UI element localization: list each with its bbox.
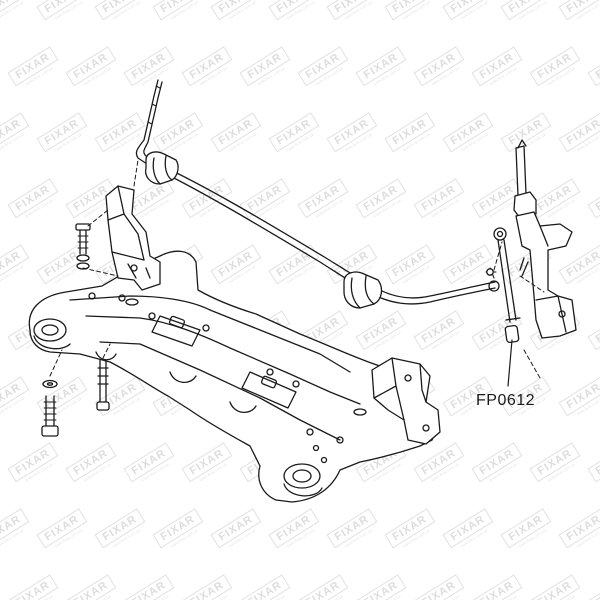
fastener-bolt-bottom-left xyxy=(41,379,59,437)
stabilizer-link xyxy=(485,227,521,344)
shock-absorber-strut xyxy=(513,139,577,339)
stabilizer-bushing-right xyxy=(343,271,383,309)
guide-lines xyxy=(49,159,545,379)
part-number-label: FP0612 xyxy=(476,392,536,409)
fastener-bolt-top-left xyxy=(75,223,91,270)
stabilizer-bushing-left xyxy=(144,151,179,185)
subframe-right-bracket xyxy=(371,357,441,445)
stabilizer-bar xyxy=(135,79,500,305)
callout-leader-line xyxy=(507,339,513,387)
fastener-bolt-center xyxy=(96,359,110,411)
subframe-left-bracket xyxy=(105,185,161,291)
